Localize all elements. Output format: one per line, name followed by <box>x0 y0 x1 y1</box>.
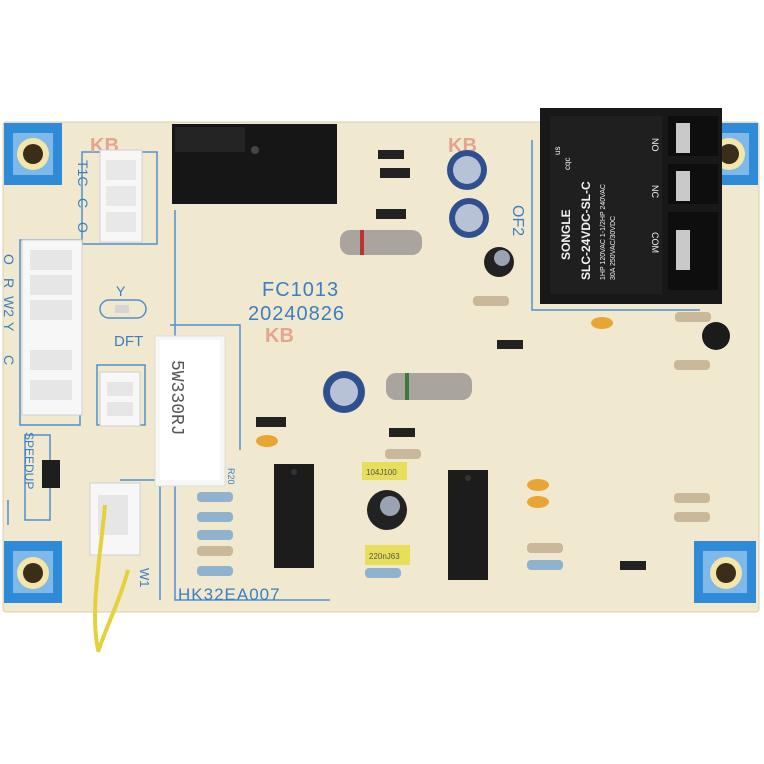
connector-p2 <box>99 149 143 243</box>
capacitor-c13 <box>365 545 410 565</box>
capacitor-c3 <box>449 198 489 238</box>
capacitor-c5 <box>323 371 365 413</box>
relay-ul: us <box>553 147 562 155</box>
ic-u3 <box>274 464 314 568</box>
ceramic-caps <box>256 317 613 508</box>
capacitor-c13-marking: 220nJ63 <box>369 552 400 561</box>
p1-label-y: Y <box>1 322 17 332</box>
ic-u1 <box>448 470 488 580</box>
resistor-r9 <box>386 373 472 400</box>
p1-label-o: O <box>1 254 17 265</box>
diodes <box>256 150 646 570</box>
p1-label-w2: W2 <box>1 296 17 317</box>
capacitor-c7-marking: 104J100 <box>366 468 397 477</box>
p1-label-r: R <box>1 278 17 288</box>
relay-pin-nc: NC <box>650 185 660 198</box>
relay-small <box>172 124 337 204</box>
connector-w1 <box>89 482 141 556</box>
capacitor-c1 <box>447 150 487 190</box>
jumper-speedup <box>42 460 60 488</box>
speedup-label: SPEEDUP <box>22 432 36 489</box>
w1-label: W1 <box>137 568 152 588</box>
small-resistors <box>197 296 711 578</box>
capacitor-c12 <box>484 247 514 277</box>
power-resistor <box>154 335 226 487</box>
relay-cert: cqc <box>563 158 572 170</box>
y-jumper-label: Y <box>116 283 126 299</box>
connector-p1 <box>21 239 83 416</box>
mounting-hole-bottom-left <box>4 541 62 603</box>
capacitor-c7 <box>362 462 407 480</box>
p2-label-t1c: T1C <box>75 160 91 186</box>
power-resistor-designator: R20 <box>226 468 236 485</box>
p2-label-o: O <box>75 222 91 233</box>
relay-model: SLC-24VDC-SL-C <box>579 181 593 280</box>
capacitor-c17 <box>367 490 407 530</box>
yellow-wire <box>93 504 130 653</box>
relay-pin-no: NO <box>650 138 660 152</box>
power-resistor-marking: 5W330RJ <box>166 360 186 436</box>
resistor-r26 <box>340 230 422 255</box>
board-part-number: HK32EA007 <box>178 585 281 604</box>
jumper-y <box>99 299 147 319</box>
mounting-hole-top-left <box>4 123 62 185</box>
of2-label: OF2 <box>509 205 526 236</box>
mounting-hole-bottom-right <box>694 541 756 603</box>
relay-large-markings: SONGLE SLC-24VDC-SL-C 1HP 120VAC 1-1/2HP… <box>553 147 617 280</box>
relay-pin-com: COM <box>650 232 660 253</box>
relay-rating-2: 30A 250VAC/30VDC <box>610 216 617 280</box>
board-date-code: 20240826 <box>248 303 345 325</box>
relay-rating-1: 1HP 120VAC 1-1/2HP 240VAC <box>600 184 607 280</box>
board-model-label: FC1013 <box>262 279 339 301</box>
connector-p3 <box>99 371 141 427</box>
watermark-kb-3: KB <box>265 325 294 347</box>
p1-label-c: C <box>1 355 17 365</box>
relay-large <box>540 108 722 304</box>
p2-label-c: C <box>75 198 91 208</box>
relay-brand: SONGLE <box>559 209 573 260</box>
transistor-q1 <box>702 322 730 350</box>
dft-label: DFT <box>114 333 143 350</box>
